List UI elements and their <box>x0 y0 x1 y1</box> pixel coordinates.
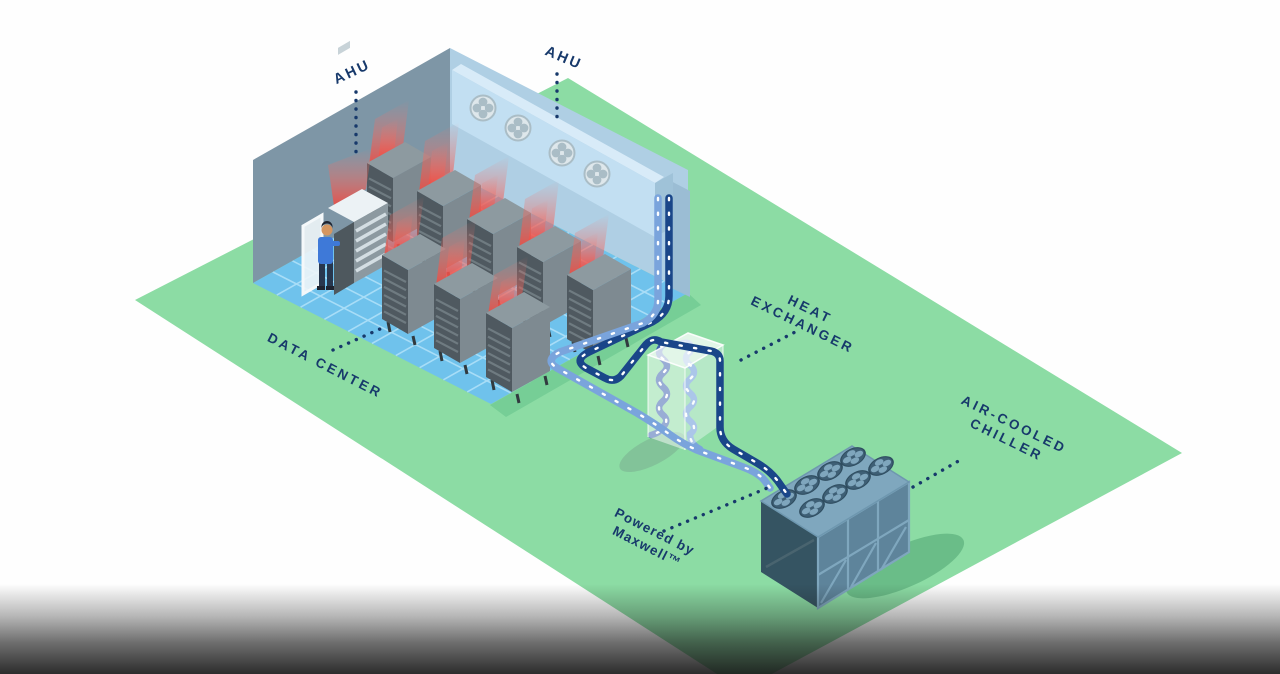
open-rack-cabinet <box>328 40 388 295</box>
worker-figure <box>317 221 340 290</box>
chiller-right-face <box>818 482 909 608</box>
cabinet-canopy <box>328 189 388 222</box>
chiller-fan-icon <box>799 498 825 518</box>
cabinet-front <box>334 222 354 295</box>
data-center-leader-dots <box>331 327 382 352</box>
server-rack <box>486 256 550 404</box>
ahu-fan-icon <box>548 139 576 167</box>
cabinet-trays <box>355 212 387 273</box>
maxwell-leader-dots <box>662 484 774 533</box>
worker-shirt <box>318 237 333 264</box>
chiller-fan-icon <box>868 456 894 476</box>
video-bottom-gradient <box>0 584 1280 674</box>
cold-water-pipe <box>547 194 774 492</box>
chiller-fan-icon <box>794 475 820 495</box>
chiller-fan-icon <box>845 470 871 490</box>
ahu-fan-icon <box>469 94 497 122</box>
chiller-leader-dots <box>911 457 964 489</box>
chiller-fan-icon <box>817 461 843 481</box>
chiller-fan-icon <box>840 447 866 467</box>
chiller-shadow <box>845 533 965 599</box>
heat-exchanger-leader-dots <box>739 328 801 362</box>
worker-head <box>321 224 333 236</box>
hot-water-pipe <box>576 194 791 498</box>
label-ahu-right: AHU <box>543 43 585 73</box>
duct-top-face <box>452 64 664 183</box>
chiller-fan-icon <box>822 484 848 504</box>
server-rack <box>434 219 498 375</box>
heat-exchanger-shadow <box>619 431 685 473</box>
ahu-fan-icon <box>504 114 532 142</box>
label-ahu-left: AHU <box>331 57 373 88</box>
air-cooled-chiller <box>759 445 911 610</box>
ahu-fan-icon <box>583 160 611 188</box>
cabinet-open-tray <box>338 40 350 55</box>
